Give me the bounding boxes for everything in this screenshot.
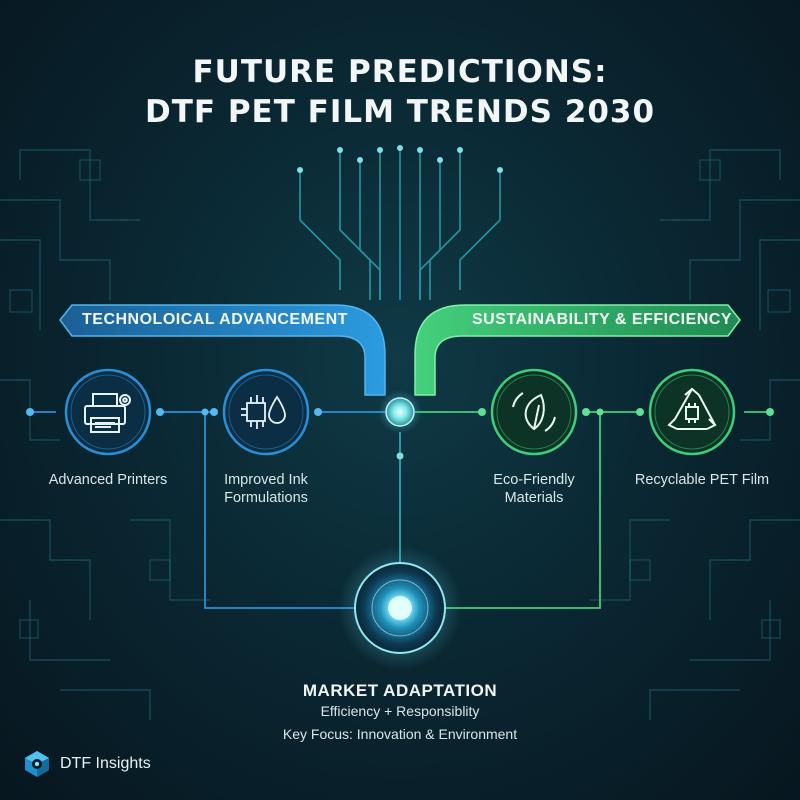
right-branch-header: SUSTAINABILITY & EFFICIENCY — [472, 311, 733, 328]
page-title: FUTURE PREDICTIONS: DTF PET FILM TRENDS … — [0, 52, 800, 132]
recyclable-pet-film-node — [647, 367, 737, 457]
improved-ink-label-line-2: Formulations — [224, 490, 308, 506]
key-focus-text: Key Focus: Innovation & Environment — [282, 726, 518, 742]
eco-friendly-label: Eco-Friendly Materials — [454, 471, 614, 507]
eco-friendly-label-line-2: Materials — [504, 490, 564, 506]
advanced-printers-node — [63, 367, 153, 457]
title-line-1: FUTURE PREDICTIONS: — [192, 54, 608, 90]
printer-gear-icon — [64, 368, 152, 456]
improved-ink-label-line-1: Improved Ink — [224, 472, 308, 488]
eco-friendly-node — [489, 367, 579, 457]
market-adaptation-subtitle: Efficiency + Responsiblity — [320, 703, 480, 719]
brand-name: DTF Insights — [60, 755, 151, 772]
market-adaptation-title: MARKET ADAPTATION — [302, 681, 498, 700]
eco-friendly-label-line-1: Eco-Friendly — [493, 472, 575, 488]
leaf-cycle-icon — [490, 368, 578, 456]
brand: DTF Insights — [24, 750, 151, 778]
ink-drop-circuit-icon — [222, 368, 310, 456]
recycle-chip-icon — [648, 368, 736, 456]
title-line-2: DTF PET FILM TRENDS 2030 — [144, 94, 656, 130]
improved-ink-node — [221, 367, 311, 457]
improved-ink-label: Improved Ink Formulations — [186, 471, 346, 507]
recyclable-pet-film-label: Recyclable PET Film — [634, 472, 770, 488]
left-branch-header: TECHNOLOICAL ADVANCEMENT — [82, 311, 348, 328]
hexagon-logo-icon — [25, 751, 49, 777]
advanced-printers-label: Advanced Printers — [48, 472, 168, 488]
